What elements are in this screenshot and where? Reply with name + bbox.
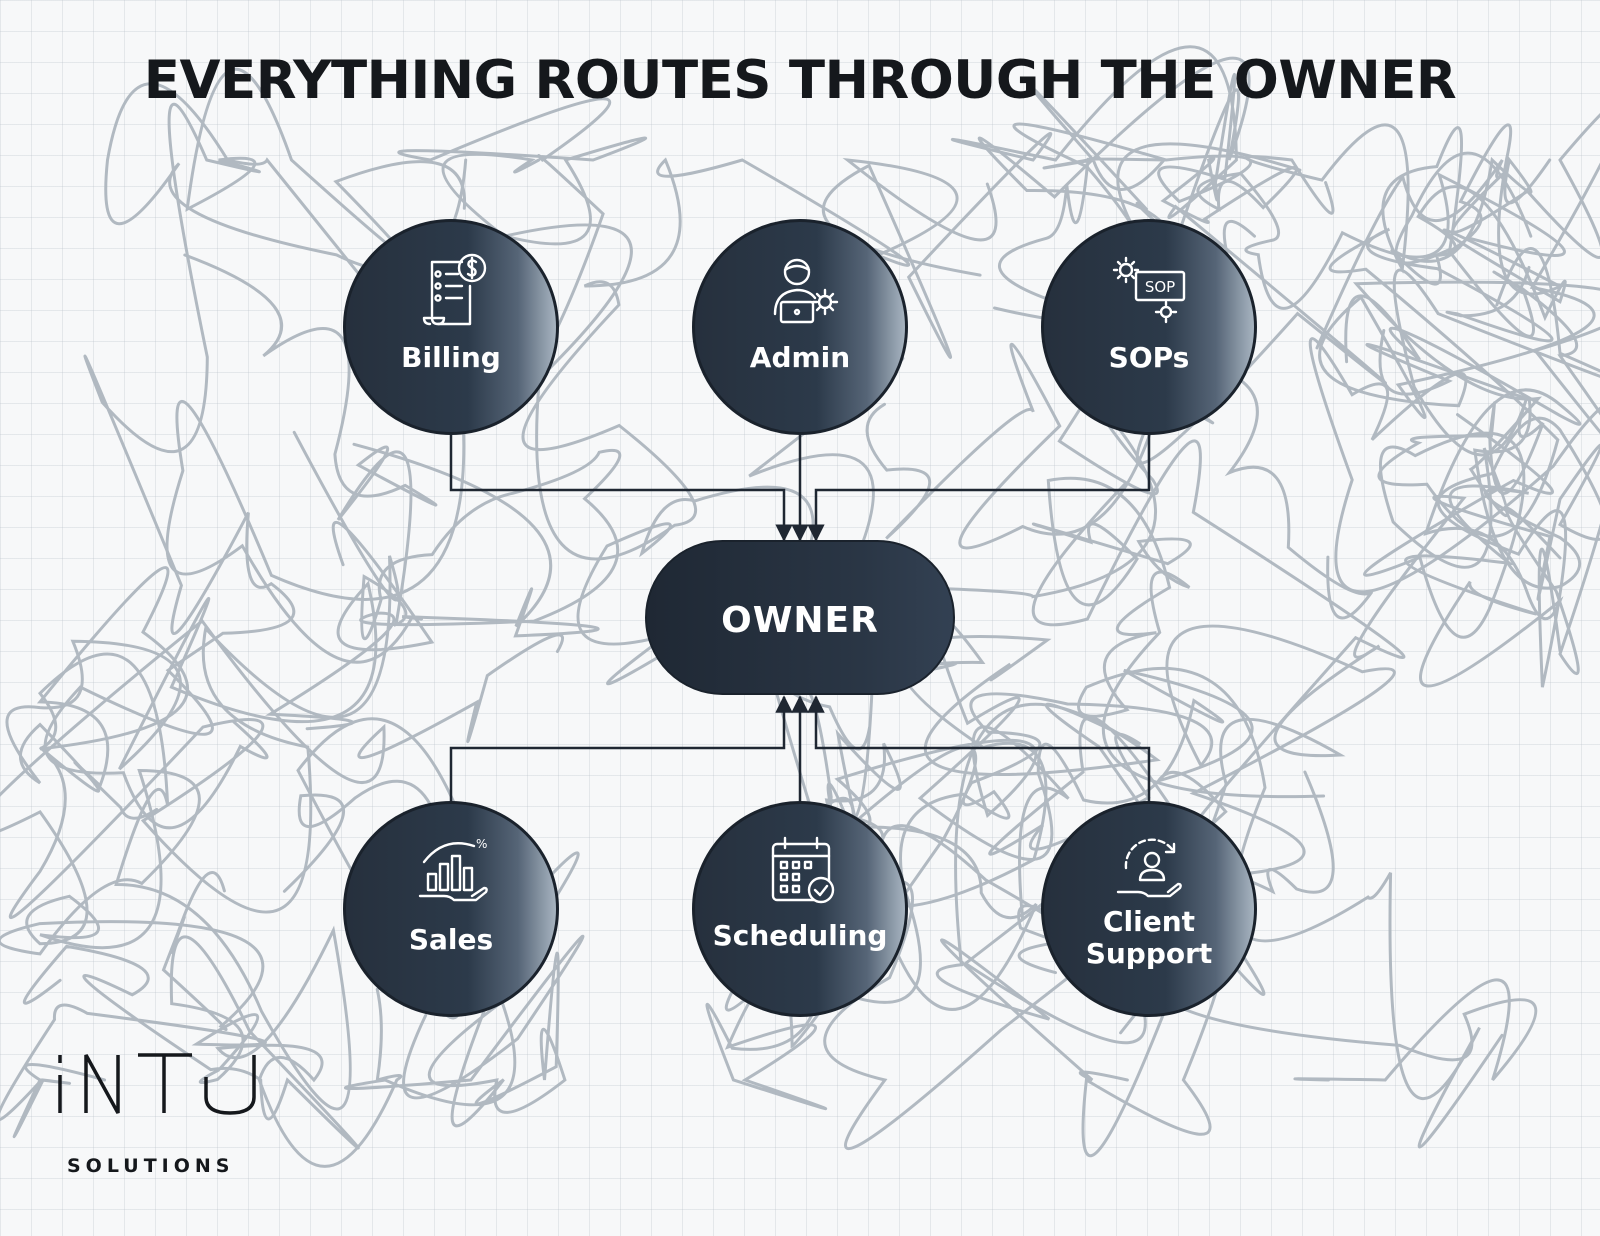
scribble-stroke xyxy=(104,82,998,561)
scribble-stroke xyxy=(1344,294,1582,688)
owner-node: OWNER xyxy=(645,540,955,695)
scribble-stroke xyxy=(0,935,360,1150)
scribble-stroke xyxy=(1352,151,1600,639)
owner-label: OWNER xyxy=(721,600,879,641)
scribble-stroke xyxy=(43,67,466,830)
client-support-node: Client Support xyxy=(1041,801,1257,1017)
connector-client-support xyxy=(807,695,1151,801)
scribble-stroke xyxy=(36,566,403,1168)
scribble-stroke xyxy=(0,618,564,1032)
node-label: Billing xyxy=(401,341,501,374)
scribble-stroke xyxy=(1308,113,1600,675)
sops-node: SOP SOPs xyxy=(1041,219,1257,435)
scribble-stroke xyxy=(165,97,648,664)
client-support-hand-icon xyxy=(1116,838,1182,898)
scribble-stroke xyxy=(1328,227,1600,538)
logo-tagline: SOLUTIONS xyxy=(67,1155,235,1177)
invoice-dollar-icon xyxy=(422,253,487,326)
scribble-stroke xyxy=(993,72,1566,325)
sales-node: % Sales xyxy=(343,801,559,1017)
scribble-stroke xyxy=(1031,476,1504,1149)
sales-chart-hand-icon: % xyxy=(418,837,488,902)
scribble-stroke xyxy=(5,430,435,920)
connector-sales xyxy=(449,695,793,801)
scheduling-node: Scheduling xyxy=(692,801,908,1017)
scribble-stroke xyxy=(576,322,1374,686)
node-label-line1: Client xyxy=(1102,905,1196,938)
calendar-check-icon xyxy=(771,836,835,904)
sop-gears-icon: SOP xyxy=(1112,256,1186,324)
node-label: Admin xyxy=(749,341,851,374)
node-label-line2: Support xyxy=(1085,937,1213,970)
scribble-stroke xyxy=(1081,416,1600,1158)
node-label: Scheduling xyxy=(712,919,888,952)
admin-laptop-gear-icon xyxy=(773,258,839,324)
billing-node: Billing xyxy=(343,219,559,435)
admin-node: Admin xyxy=(692,219,908,435)
node-label: SOPs xyxy=(1108,341,1190,374)
intu-logo xyxy=(58,1053,256,1115)
svg-text:%: % xyxy=(476,837,487,851)
connector-sops xyxy=(807,435,1151,542)
sop-icon-text: SOP xyxy=(1145,278,1175,296)
page-title: EVERYTHING ROUTES THROUGH THE OWNER xyxy=(143,50,1457,111)
scribble-stroke xyxy=(724,624,1396,1150)
connector-billing xyxy=(449,435,793,542)
node-label: Sales xyxy=(408,923,494,956)
scribble-stroke xyxy=(1244,123,1567,322)
